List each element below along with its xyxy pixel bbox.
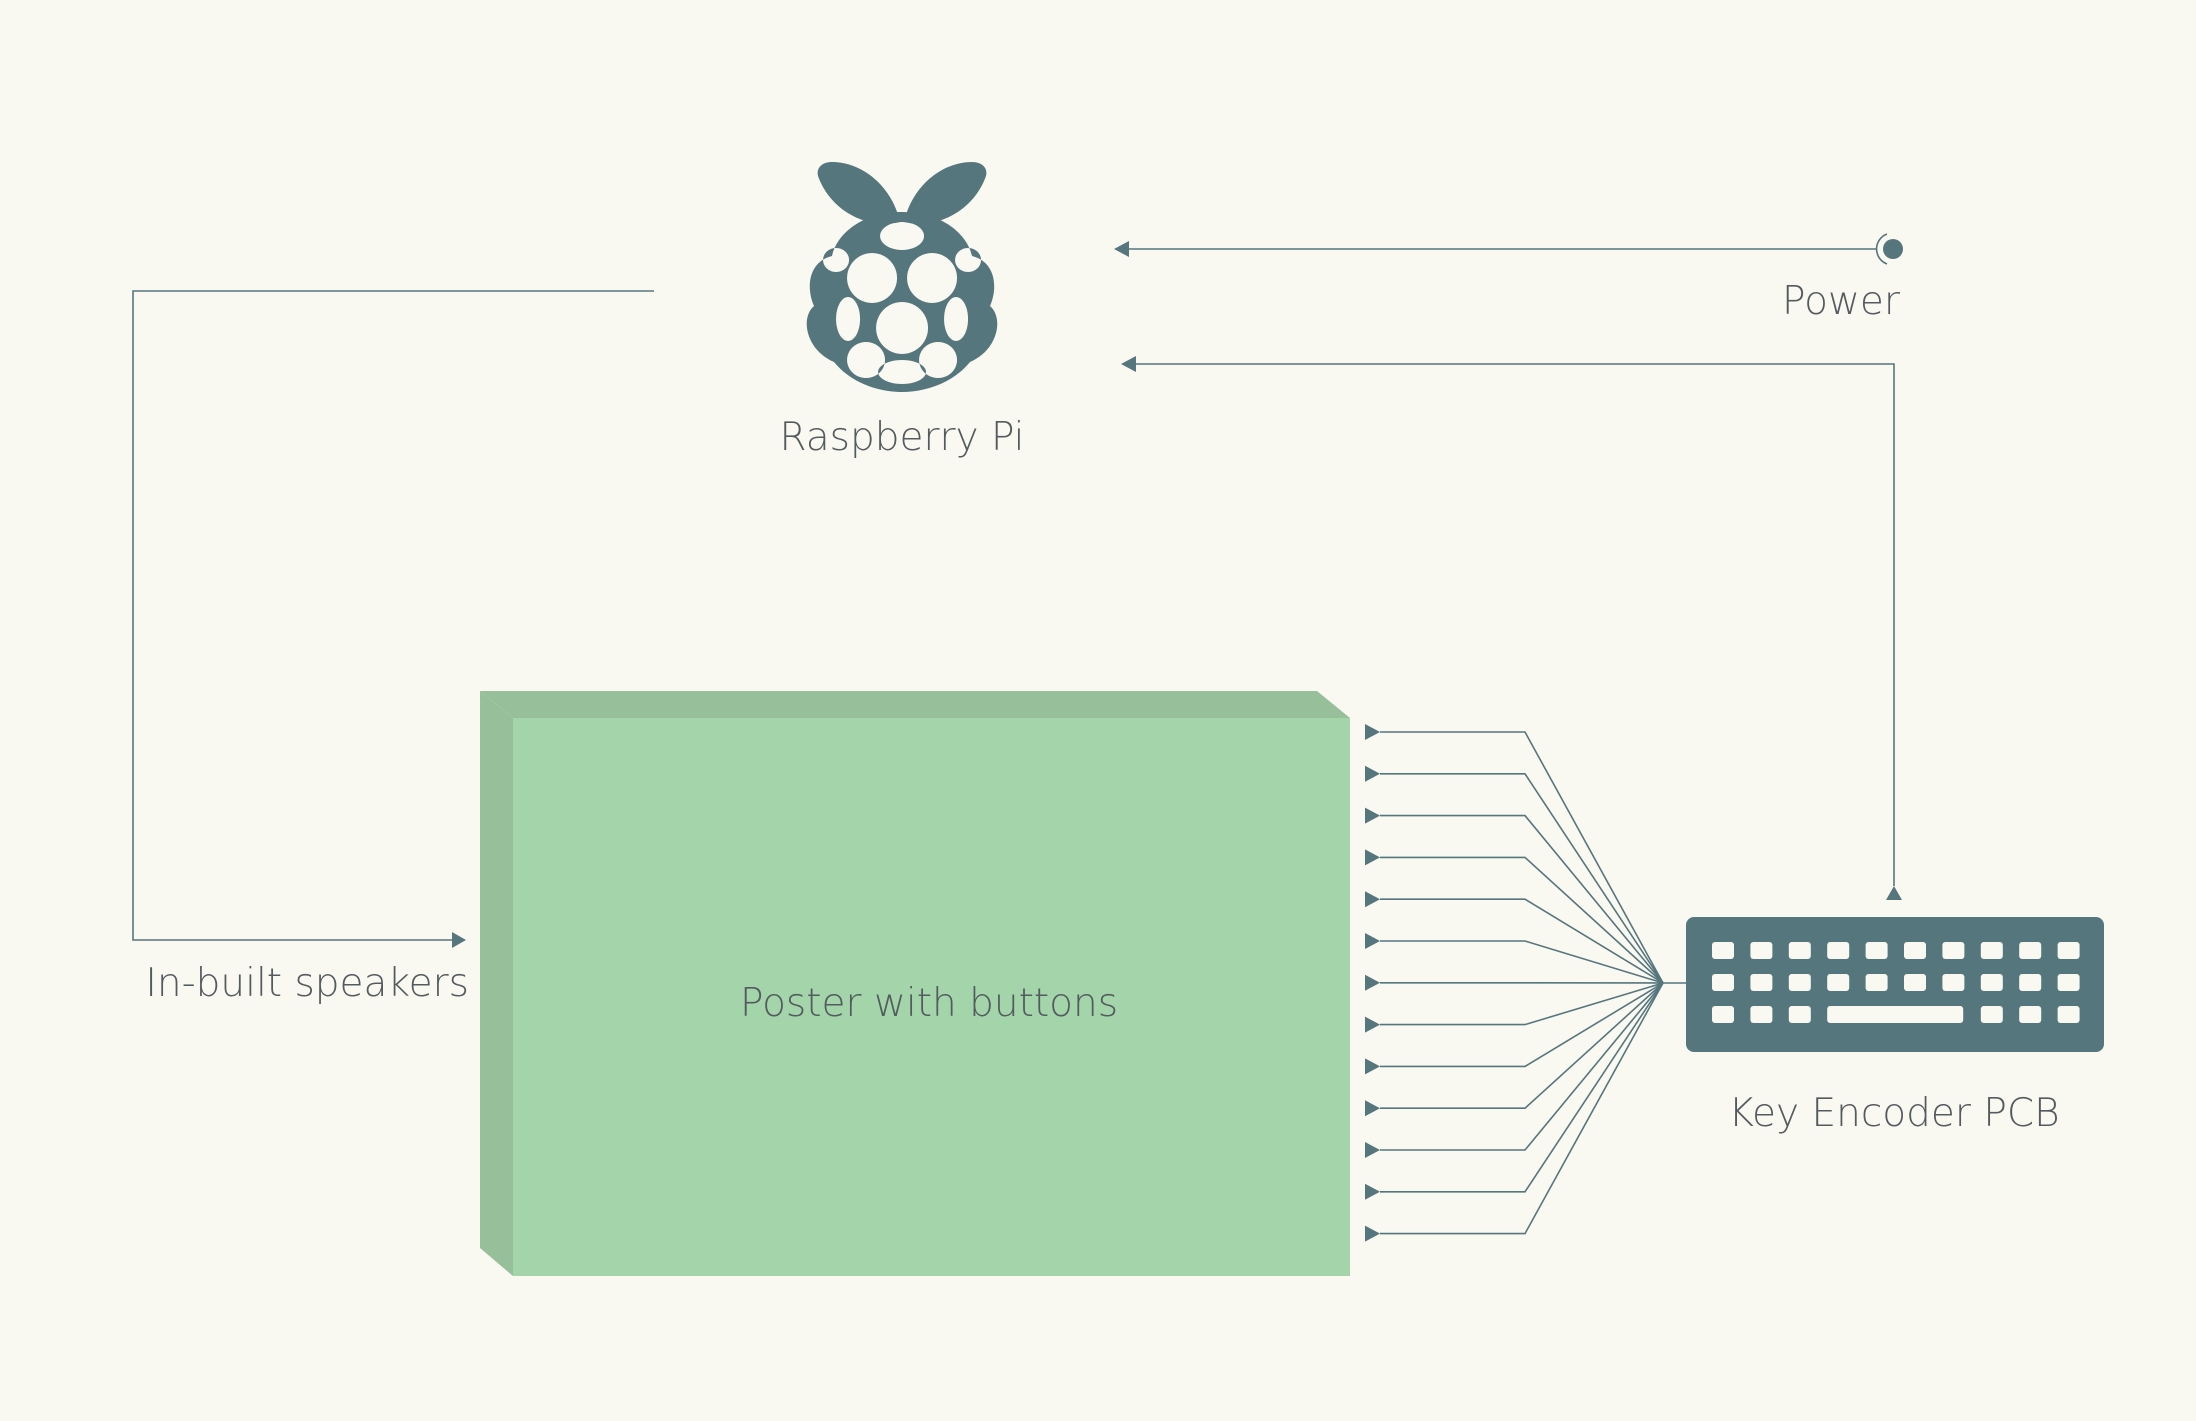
button-arrow: [1365, 1142, 1380, 1158]
button-arrow: [1365, 933, 1380, 949]
button-arrow: [1365, 1058, 1380, 1075]
keyboard-key: [1712, 942, 1734, 959]
button-wire: [1380, 982, 1664, 1026]
keyboard-key: [1980, 1006, 2003, 1023]
button-arrow: [1365, 1016, 1380, 1033]
keyboard-key: [2057, 942, 2080, 959]
button-wire: [1380, 982, 1664, 1068]
button-wire: [1380, 982, 1664, 1193]
keyboard-key: [1980, 974, 2003, 991]
keyboard-key: [2019, 1006, 2042, 1023]
raspberry-pi-label: Raspberry Pi: [779, 415, 1024, 460]
poster-top-side: [480, 691, 1350, 718]
button-arrow: [1365, 974, 1380, 991]
keyboard-key: [1865, 974, 1888, 991]
poster-left-side: [480, 691, 513, 1276]
keyboard-icon: [1686, 917, 2104, 1052]
button-wire: [1380, 731, 1664, 984]
keyboard-key: [1750, 1006, 1773, 1023]
button-arrow: [1365, 724, 1380, 740]
button-wire: [1380, 772, 1664, 984]
keyboard-key: [2019, 974, 2042, 991]
keyboard-key: [1827, 1006, 1964, 1023]
button-wire: [1380, 982, 1664, 1235]
keyboard-key: [1750, 942, 1773, 959]
keyboard-key: [1942, 942, 1965, 959]
button-arrow: [1365, 1100, 1380, 1117]
encoder-to-pi-arrow: [1121, 356, 1136, 372]
keyboard-key: [1788, 974, 1811, 991]
button-arrow: [1365, 891, 1380, 908]
button-wires: [1365, 724, 1686, 1242]
keyboard-key: [1750, 974, 1773, 991]
button-wire: [1380, 898, 1664, 984]
poster-label: Poster with buttons: [740, 981, 1118, 1026]
encoder-to-pi-line: [1136, 363, 1895, 886]
poster-box: Poster with buttons: [480, 691, 1350, 1276]
power-jack-icon: [1875, 233, 1903, 265]
button-wire: [1380, 940, 1664, 984]
keyboard-key: [1942, 974, 1965, 991]
keyboard-key: [2057, 1006, 2080, 1023]
power-arrow: [1114, 241, 1129, 257]
keyboard-key: [2019, 942, 2042, 959]
button-arrow: [1365, 1183, 1380, 1200]
keyboard-key: [2057, 974, 2080, 991]
encoder-label: Key Encoder PCB: [1728, 1091, 2059, 1136]
button-arrow: [1365, 807, 1380, 824]
power-label: Power: [1782, 279, 1900, 324]
keyboard-key: [1980, 942, 2003, 959]
raspberry-pi-logo-icon: [806, 162, 998, 392]
button-arrow: [1365, 765, 1380, 782]
poster-face: [513, 718, 1350, 1276]
keyboard-key: [1904, 974, 1926, 991]
audio-line: [132, 290, 654, 941]
keyboard-key: [1827, 974, 1850, 991]
audio-arrow: [452, 932, 466, 948]
speakers-label: In-built speakers: [145, 961, 469, 1006]
keyboard-key: [1788, 942, 1811, 959]
keyboard-key: [1788, 1006, 1811, 1023]
button-wire: [1380, 856, 1664, 984]
keyboard-key: [1865, 942, 1888, 959]
button-arrow: [1365, 1225, 1380, 1242]
keyboard-key: [1712, 974, 1734, 991]
keyboard-key: [1827, 942, 1850, 959]
button-wire: [1380, 814, 1664, 984]
encoder-connector-arrow: [1886, 886, 1902, 900]
button-wire: [1380, 982, 1664, 1109]
button-wire: [1380, 982, 1664, 1151]
keyboard-key: [1712, 1006, 1734, 1023]
button-arrow: [1365, 849, 1380, 866]
keyboard-key: [1904, 942, 1926, 959]
